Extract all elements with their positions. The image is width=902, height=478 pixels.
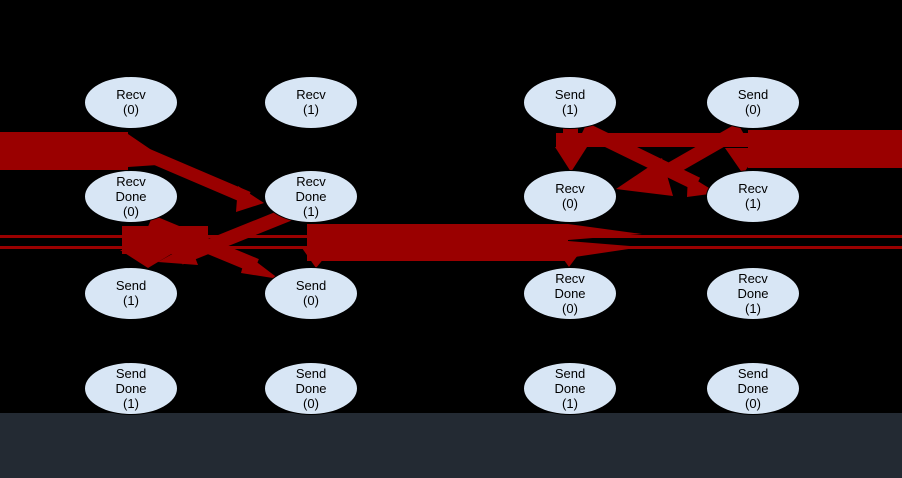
node-label-line: Done — [115, 188, 147, 204]
shaft-send1b-recv0b — [563, 128, 578, 150]
taper-band-offleft — [128, 134, 172, 167]
band-offleft — [0, 132, 128, 170]
node-send-1-a: Send(1) — [84, 266, 178, 320]
node-send-1-b: Send(1) — [523, 75, 617, 129]
bottom-panel — [0, 413, 902, 478]
node-label-line: (1) — [562, 102, 578, 117]
node-label-line: Recv — [555, 181, 585, 196]
node-recv-1-b: Recv(1) — [706, 169, 800, 223]
node-label-line: (1) — [562, 395, 578, 411]
node-label-line: (0) — [303, 395, 319, 411]
node-label-line: Recv — [738, 270, 768, 286]
arrow-into-send1-topright — [158, 244, 198, 265]
node-label-line: (1) — [745, 196, 761, 211]
arrow-into-recv0b-top — [555, 147, 587, 172]
node-label-line: Done — [295, 380, 327, 396]
arrow-big-into-recv0b — [616, 158, 673, 196]
arrow-into-recvdone1 — [236, 186, 264, 212]
band-mid-corridor — [307, 224, 568, 261]
node-label-line: Recv — [116, 173, 146, 189]
node-label-line: (1) — [123, 395, 139, 411]
node-recv-0-a: Recv(0) — [84, 75, 178, 129]
node-label-line: Recv — [296, 173, 326, 189]
node-label-line: Send — [115, 365, 147, 381]
node-label-line: Done — [737, 285, 769, 301]
node-label-line: Send — [115, 278, 147, 293]
node-label-line: (1) — [123, 293, 139, 308]
node-label-line: Recv — [116, 87, 146, 102]
node-label-line: Send — [737, 87, 769, 102]
arrow-into-send0-top — [302, 248, 330, 268]
node-label-line: Done — [554, 380, 586, 396]
node-send-0-a: Send(0) — [264, 266, 358, 320]
node-label-line: Send — [554, 365, 586, 381]
node-label-line: (1) — [303, 102, 319, 117]
arrow-into-recv1b-top — [725, 148, 761, 174]
node-label-line: Send — [737, 365, 769, 381]
node-label-line: (1) — [303, 203, 319, 219]
node-label-line: (1) — [745, 300, 761, 316]
fan-mid-upper — [568, 224, 642, 240]
node-label-line: (0) — [745, 102, 761, 117]
node-label-line: Send — [554, 87, 586, 102]
node-label-line: Recv — [738, 181, 768, 196]
edge-recvdone1-to-send1 — [177, 207, 292, 265]
node-recv-1-a: Recv(1) — [264, 75, 358, 129]
band-offright-thick — [748, 130, 902, 168]
node-label-line: Send — [295, 365, 327, 381]
arrow-into-send1-top — [120, 250, 178, 268]
node-label-line: (0) — [123, 203, 139, 219]
node-recv-0-b: Recv(0) — [523, 169, 617, 223]
node-label-line: (0) — [562, 300, 578, 316]
arrow-into-send0-topleft — [241, 254, 279, 279]
node-label-line: (0) — [303, 293, 319, 308]
node-label-line: (0) — [562, 196, 578, 211]
node-label-line: Recv — [555, 270, 585, 286]
node-label-line: (0) — [123, 102, 139, 117]
node-label-line: Send — [295, 278, 327, 293]
node-label-line: Recv — [296, 87, 326, 102]
node-label-line: Done — [295, 188, 327, 204]
node-label-line: (0) — [745, 395, 761, 411]
edge-send0b-to-recv0b — [662, 122, 745, 179]
node-label-line: Done — [737, 380, 769, 396]
node-label-line: Done — [554, 285, 586, 301]
fan-mid-lower — [568, 241, 642, 258]
node-send-0-b: Send(0) — [706, 75, 800, 129]
edge-send1b-to-recv1b — [580, 122, 701, 191]
node-label-line: Done — [115, 380, 147, 396]
